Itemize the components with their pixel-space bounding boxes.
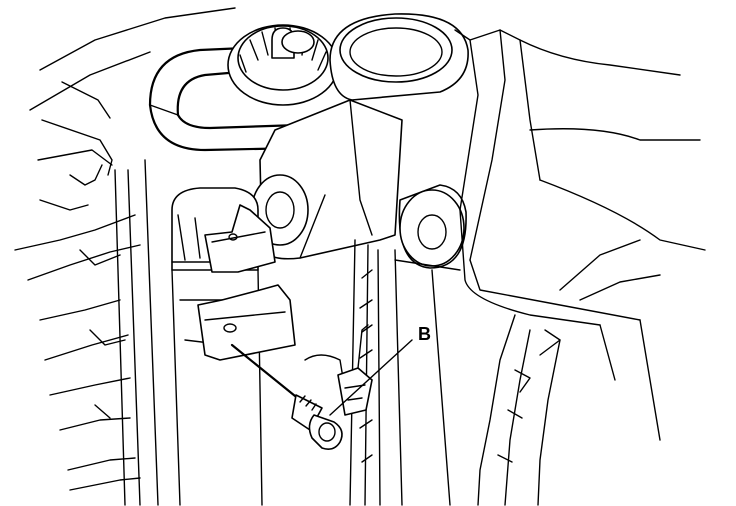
reservoir-cap: [329, 13, 469, 101]
upper-hose: [148, 46, 342, 152]
pipe-housing: [251, 99, 467, 269]
mounting-bolt: [230, 343, 343, 450]
right-shroud: [454, 29, 706, 506]
callout-b-label: B: [418, 324, 431, 344]
radiator-core: [304, 239, 461, 506]
left-tank: [171, 187, 296, 506]
filler-neck: [227, 24, 339, 106]
callout-b: B: [329, 324, 431, 416]
left-body-panel: [14, 7, 236, 506]
